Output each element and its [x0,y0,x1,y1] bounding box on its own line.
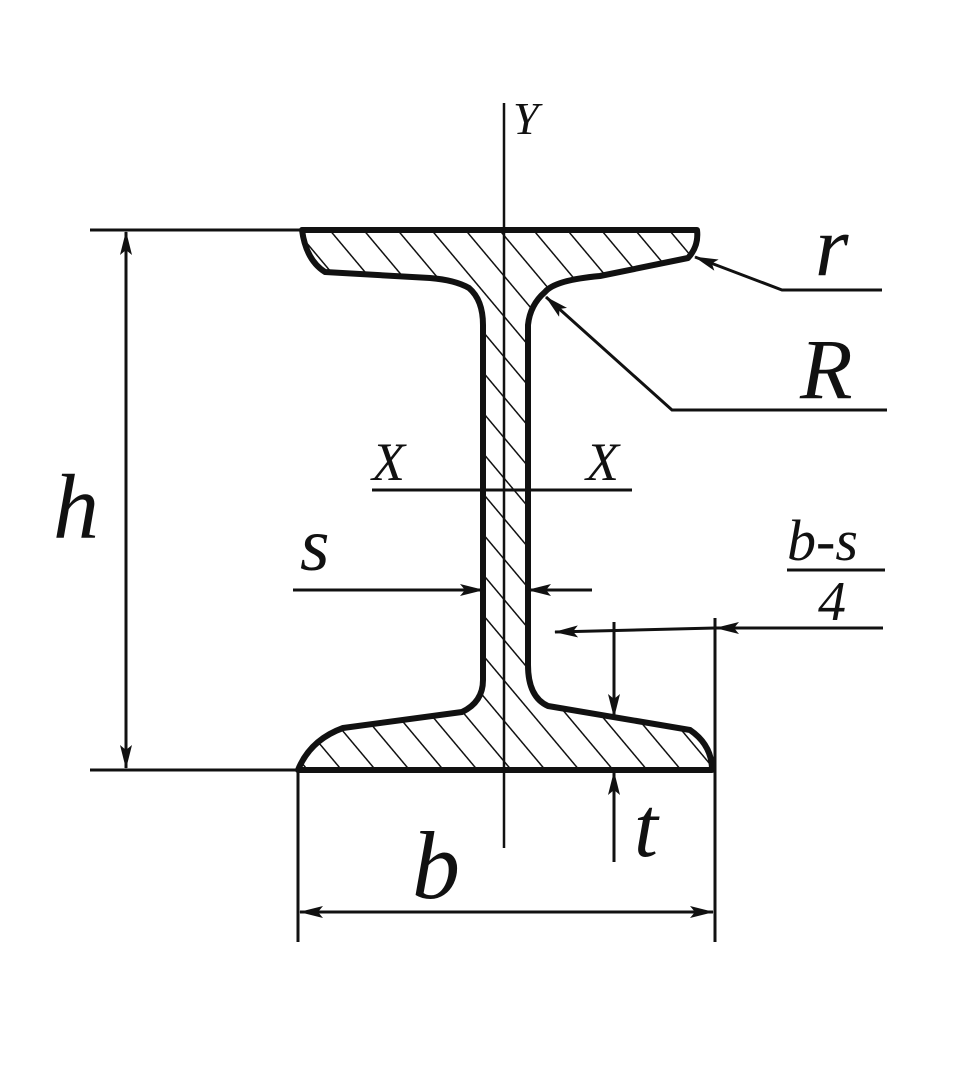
offset-denominator-label: 4 [818,571,846,633]
big-r-leader-line [544,295,887,412]
x-right-label: X [584,432,621,492]
fillet-radius-label: R [799,321,853,417]
offset-line [554,625,716,638]
offset-numerator-label: b-s [787,508,858,573]
web-thickness-label: s [300,503,330,587]
flange-thickness-label: t [634,779,660,875]
y-axis-label: Y [513,93,543,144]
r-leader-line [694,255,882,292]
width-label: b [412,812,460,919]
small-radius-label: r [815,198,849,294]
x-left-label: X [370,432,407,492]
height-label: h [53,456,99,558]
